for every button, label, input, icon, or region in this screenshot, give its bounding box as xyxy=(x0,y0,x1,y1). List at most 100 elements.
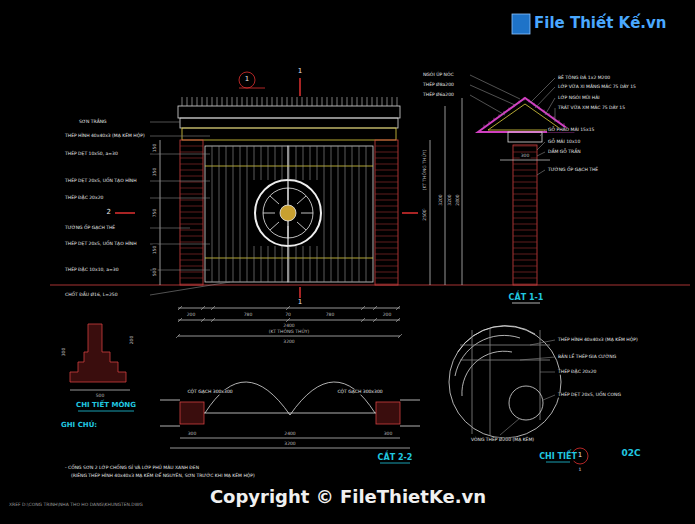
leader-line xyxy=(470,85,515,105)
dimension-line xyxy=(70,390,130,391)
drawing-label: 1 xyxy=(578,468,583,473)
roof-band xyxy=(180,118,398,128)
drawing-label: 300 xyxy=(187,432,198,437)
brick-course xyxy=(375,212,398,213)
brick-course xyxy=(375,218,398,219)
roof-tile xyxy=(252,97,253,106)
roof-tile xyxy=(352,97,353,106)
roof-tile xyxy=(222,97,223,106)
roof-tile xyxy=(529,99,530,102)
drawing-label: XREF D:\CONG TRINH\NHA THO HO DANG\KHUNG… xyxy=(8,503,144,508)
roof-tile xyxy=(207,97,208,106)
pier-cap xyxy=(508,132,542,142)
drawing-label: 70 xyxy=(284,313,292,318)
gate-bar xyxy=(261,246,262,282)
leader-line xyxy=(537,142,545,150)
drawing-label: 200 xyxy=(130,335,135,346)
drawing-label: NGÓI ÚP NÓC xyxy=(422,73,455,78)
gate-bar xyxy=(282,246,283,282)
brick-course xyxy=(513,254,537,255)
drawing-label: 500 xyxy=(153,267,158,278)
drawing-label: THÉP DẸT 20x5, UỐN TẠO HÌNH xyxy=(64,179,138,184)
roof-tile xyxy=(292,97,293,106)
brick-course xyxy=(513,248,537,249)
gate-bar xyxy=(254,146,255,180)
dimension-line xyxy=(170,448,410,449)
roof-tile xyxy=(534,103,535,106)
brick-course xyxy=(513,230,537,231)
brick-course xyxy=(180,194,203,195)
brick-course xyxy=(513,242,537,243)
brick-course xyxy=(375,236,398,237)
brick-course xyxy=(513,218,537,219)
dimension-line xyxy=(500,160,550,161)
drawing-label: THÉP HÌNH 40x40x3 (MẠ KẼM HỘP) xyxy=(64,134,146,139)
roof-tile xyxy=(362,97,363,106)
leader-line xyxy=(150,154,210,155)
drawing-label: THÉP DẸT 20x5, UỐN CONG xyxy=(557,393,622,398)
section-mark xyxy=(402,212,418,214)
roof-tile xyxy=(397,97,398,106)
brick-course xyxy=(180,254,203,255)
roof-tile xyxy=(322,97,323,106)
brick-course xyxy=(513,170,537,171)
brick-course xyxy=(180,158,203,159)
roof-tile xyxy=(549,113,550,116)
drawing-label: 1 xyxy=(244,76,250,83)
leader-line xyxy=(150,181,210,182)
leader-line xyxy=(540,372,555,373)
brick-course xyxy=(375,152,398,153)
roof-tile xyxy=(367,97,368,106)
brick-course xyxy=(180,188,203,189)
drawing-label: GHI CHÚ: xyxy=(60,422,98,429)
gate-bar xyxy=(275,146,276,180)
dimension-tick xyxy=(396,306,400,310)
brick-course xyxy=(375,266,398,267)
brick-course xyxy=(375,248,398,249)
brick-course xyxy=(513,146,537,147)
roof-tile xyxy=(317,97,318,106)
gate-header xyxy=(182,128,396,140)
drawing-label: VÒNG THÉP Ø200 (MẠ KẼM) xyxy=(470,438,535,443)
gate-bar xyxy=(310,246,311,282)
roof-tile xyxy=(392,97,393,106)
dimension-line xyxy=(445,106,446,285)
detail-ring xyxy=(509,386,543,420)
brick-course xyxy=(375,224,398,225)
dimension-tick xyxy=(176,334,180,338)
brick-course xyxy=(513,152,537,153)
dimension-line xyxy=(462,98,463,285)
roof-tile xyxy=(499,114,500,117)
drawing-label: 500 xyxy=(95,394,106,399)
brick-course xyxy=(375,158,398,159)
roof-section xyxy=(488,104,562,130)
roof-tile xyxy=(342,97,343,106)
drawing-label: THÉP HÌNH 40x40x3 (MẠ KẼM HỘP) xyxy=(557,338,639,343)
drawing-label: 3200 xyxy=(439,193,444,206)
drawing-label: CỘT GẠCH 300x300 xyxy=(186,390,233,395)
drawing-label: TƯỜNG ỐP GẠCH THẺ xyxy=(64,226,116,231)
drawing-label: 300 xyxy=(383,432,394,437)
gate-bar xyxy=(247,146,248,282)
drawing-label: CHỐT ĐẦU Ø16, L=250 xyxy=(64,293,119,298)
dimension-tick xyxy=(211,318,215,322)
brick-course xyxy=(375,206,398,207)
leader-line xyxy=(537,170,545,175)
drawing-label: CHI TIẾT xyxy=(538,453,578,461)
brick-course xyxy=(375,278,398,279)
gate-bar xyxy=(240,146,241,282)
gate-bar xyxy=(282,146,283,180)
roof-tile xyxy=(272,97,273,106)
drawing-label: TRÁT VỮA XM MÁC 75 DÀY 15 xyxy=(557,106,626,111)
drawing-label: 780 xyxy=(243,313,254,318)
brick-course xyxy=(180,212,203,213)
drawing-label: THÉP ĐẶC 10x10, a=30 xyxy=(64,268,120,273)
roof-tiles xyxy=(178,106,400,118)
drawing-label: 3200 xyxy=(283,442,296,447)
gate-emblem xyxy=(263,188,313,238)
brick-course xyxy=(375,272,398,273)
drawing-label: (KT THÔNG THỦY) xyxy=(268,330,310,335)
leader-line xyxy=(530,78,555,103)
leader-line xyxy=(537,152,545,156)
drawing-label: BẢN LỀ THÉP GIA CƯỜNG xyxy=(557,355,617,360)
